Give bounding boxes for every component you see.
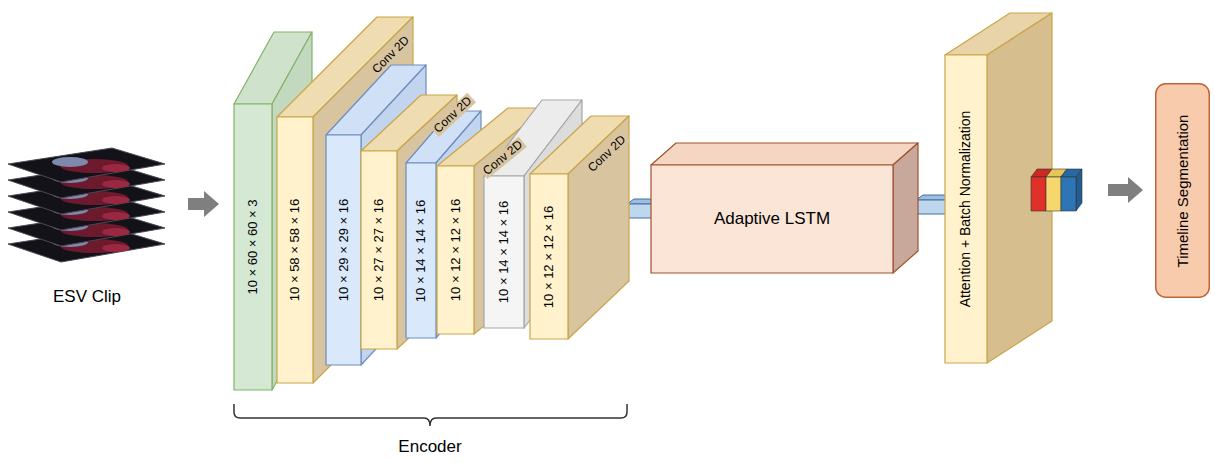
input-label: ESV Clip (53, 287, 121, 307)
tensor-shape: 10 × 14 × 14 × 16 (497, 201, 511, 303)
tensor-shape: 10 × 12 × 12 × 16 (542, 205, 556, 307)
attention-block: Attention + Batch Normalization (945, 13, 1090, 363)
input-arrow (188, 191, 219, 217)
module-name: Attention + Batch Normalization (958, 111, 973, 308)
front-face (361, 151, 397, 349)
side-face (893, 143, 918, 273)
front-face (437, 166, 474, 334)
arrow-shape (1108, 177, 1143, 203)
module-name: Adaptive LSTM (714, 210, 830, 229)
front-face (945, 55, 987, 363)
tensor-shape: 10 × 12 × 12 × 16 (448, 199, 462, 301)
front-face (277, 117, 313, 383)
front-face (530, 174, 568, 339)
module-name: Timeline Segmentation (1174, 114, 1191, 267)
video-frame-stack (8, 148, 165, 262)
link-front (916, 200, 949, 214)
conv-block: 10 × 12 × 12 × 16Conv 2D (530, 116, 629, 339)
encoder-bracket (234, 404, 627, 426)
box-shape (1156, 84, 1210, 298)
output-cube (1061, 169, 1082, 211)
side-face (568, 116, 629, 339)
video-frame (8, 148, 165, 182)
flow-arrow (1108, 177, 1143, 203)
front-face (326, 135, 361, 365)
group-label: Encoder (398, 437, 461, 457)
side-face (272, 32, 312, 390)
tensor-shape: 10 × 14 × 14 × 16 (414, 199, 428, 301)
tensor-shape: 10 × 27 × 27 × 16 (372, 199, 386, 301)
front-face (234, 104, 272, 390)
top-face (651, 143, 918, 165)
front-face (406, 163, 436, 338)
side-face (987, 13, 1052, 363)
front-face (484, 176, 524, 328)
lstm-block: Adaptive LSTM (651, 143, 918, 273)
output-box: Timeline Segmentation (1155, 83, 1210, 298)
tensor-shape: 10 × 29 × 29 × 16 (336, 199, 350, 301)
front-face (651, 165, 893, 273)
block-outline (651, 143, 918, 273)
tensor-shape: 10 × 60 × 60 × 3 (246, 199, 260, 294)
tensor-shape: 10 × 58 × 58 × 16 (288, 199, 302, 301)
